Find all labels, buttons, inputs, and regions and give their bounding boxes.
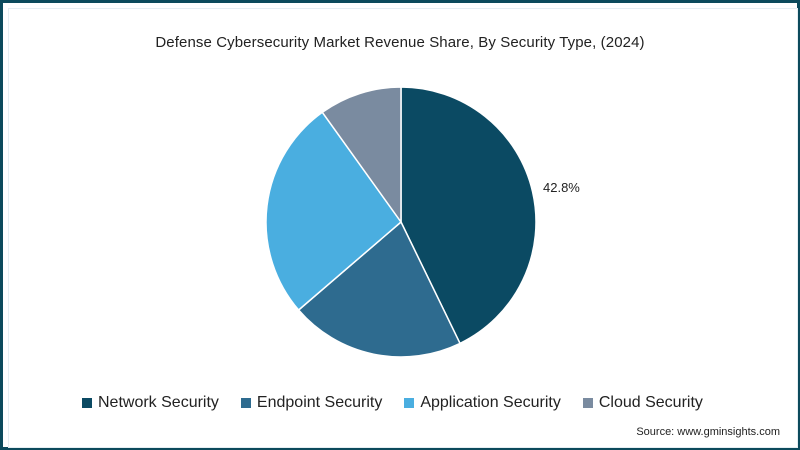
slice-label-network-security: 42.8% [543,180,580,195]
legend-swatch-endpoint-security [240,398,251,408]
legend-item-endpoint-security: Endpoint Security [240,394,383,412]
chart-title: Defense Cybersecurity Market Revenue Sha… [155,34,645,51]
source-citation: Source: www.gminsights.com [636,426,780,438]
pie-slice-endpoint-security [297,221,461,358]
legend-swatch-cloud-security [582,398,593,408]
pie-slice-cloud-security [321,86,402,223]
pie-slice-application-security [265,111,402,311]
legend-label: Network Security [98,394,219,411]
chart-legend: Network Security Endpoint Security Appli… [82,393,725,413]
legend-label: Cloud Security [598,394,703,411]
legend-item-application-security: Application Security [404,394,561,412]
legend-swatch-application-security [404,398,415,408]
legend-label: Endpoint Security [256,394,383,411]
pie-slice-network-security [400,86,537,345]
legend-swatch-network-security [82,398,92,408]
legend-item-cloud-security: Cloud Security [582,394,703,412]
chart-inner-frame [8,8,798,448]
legend-item-network-security: Network Security [82,394,219,412]
legend-label: Application Security [420,394,561,411]
